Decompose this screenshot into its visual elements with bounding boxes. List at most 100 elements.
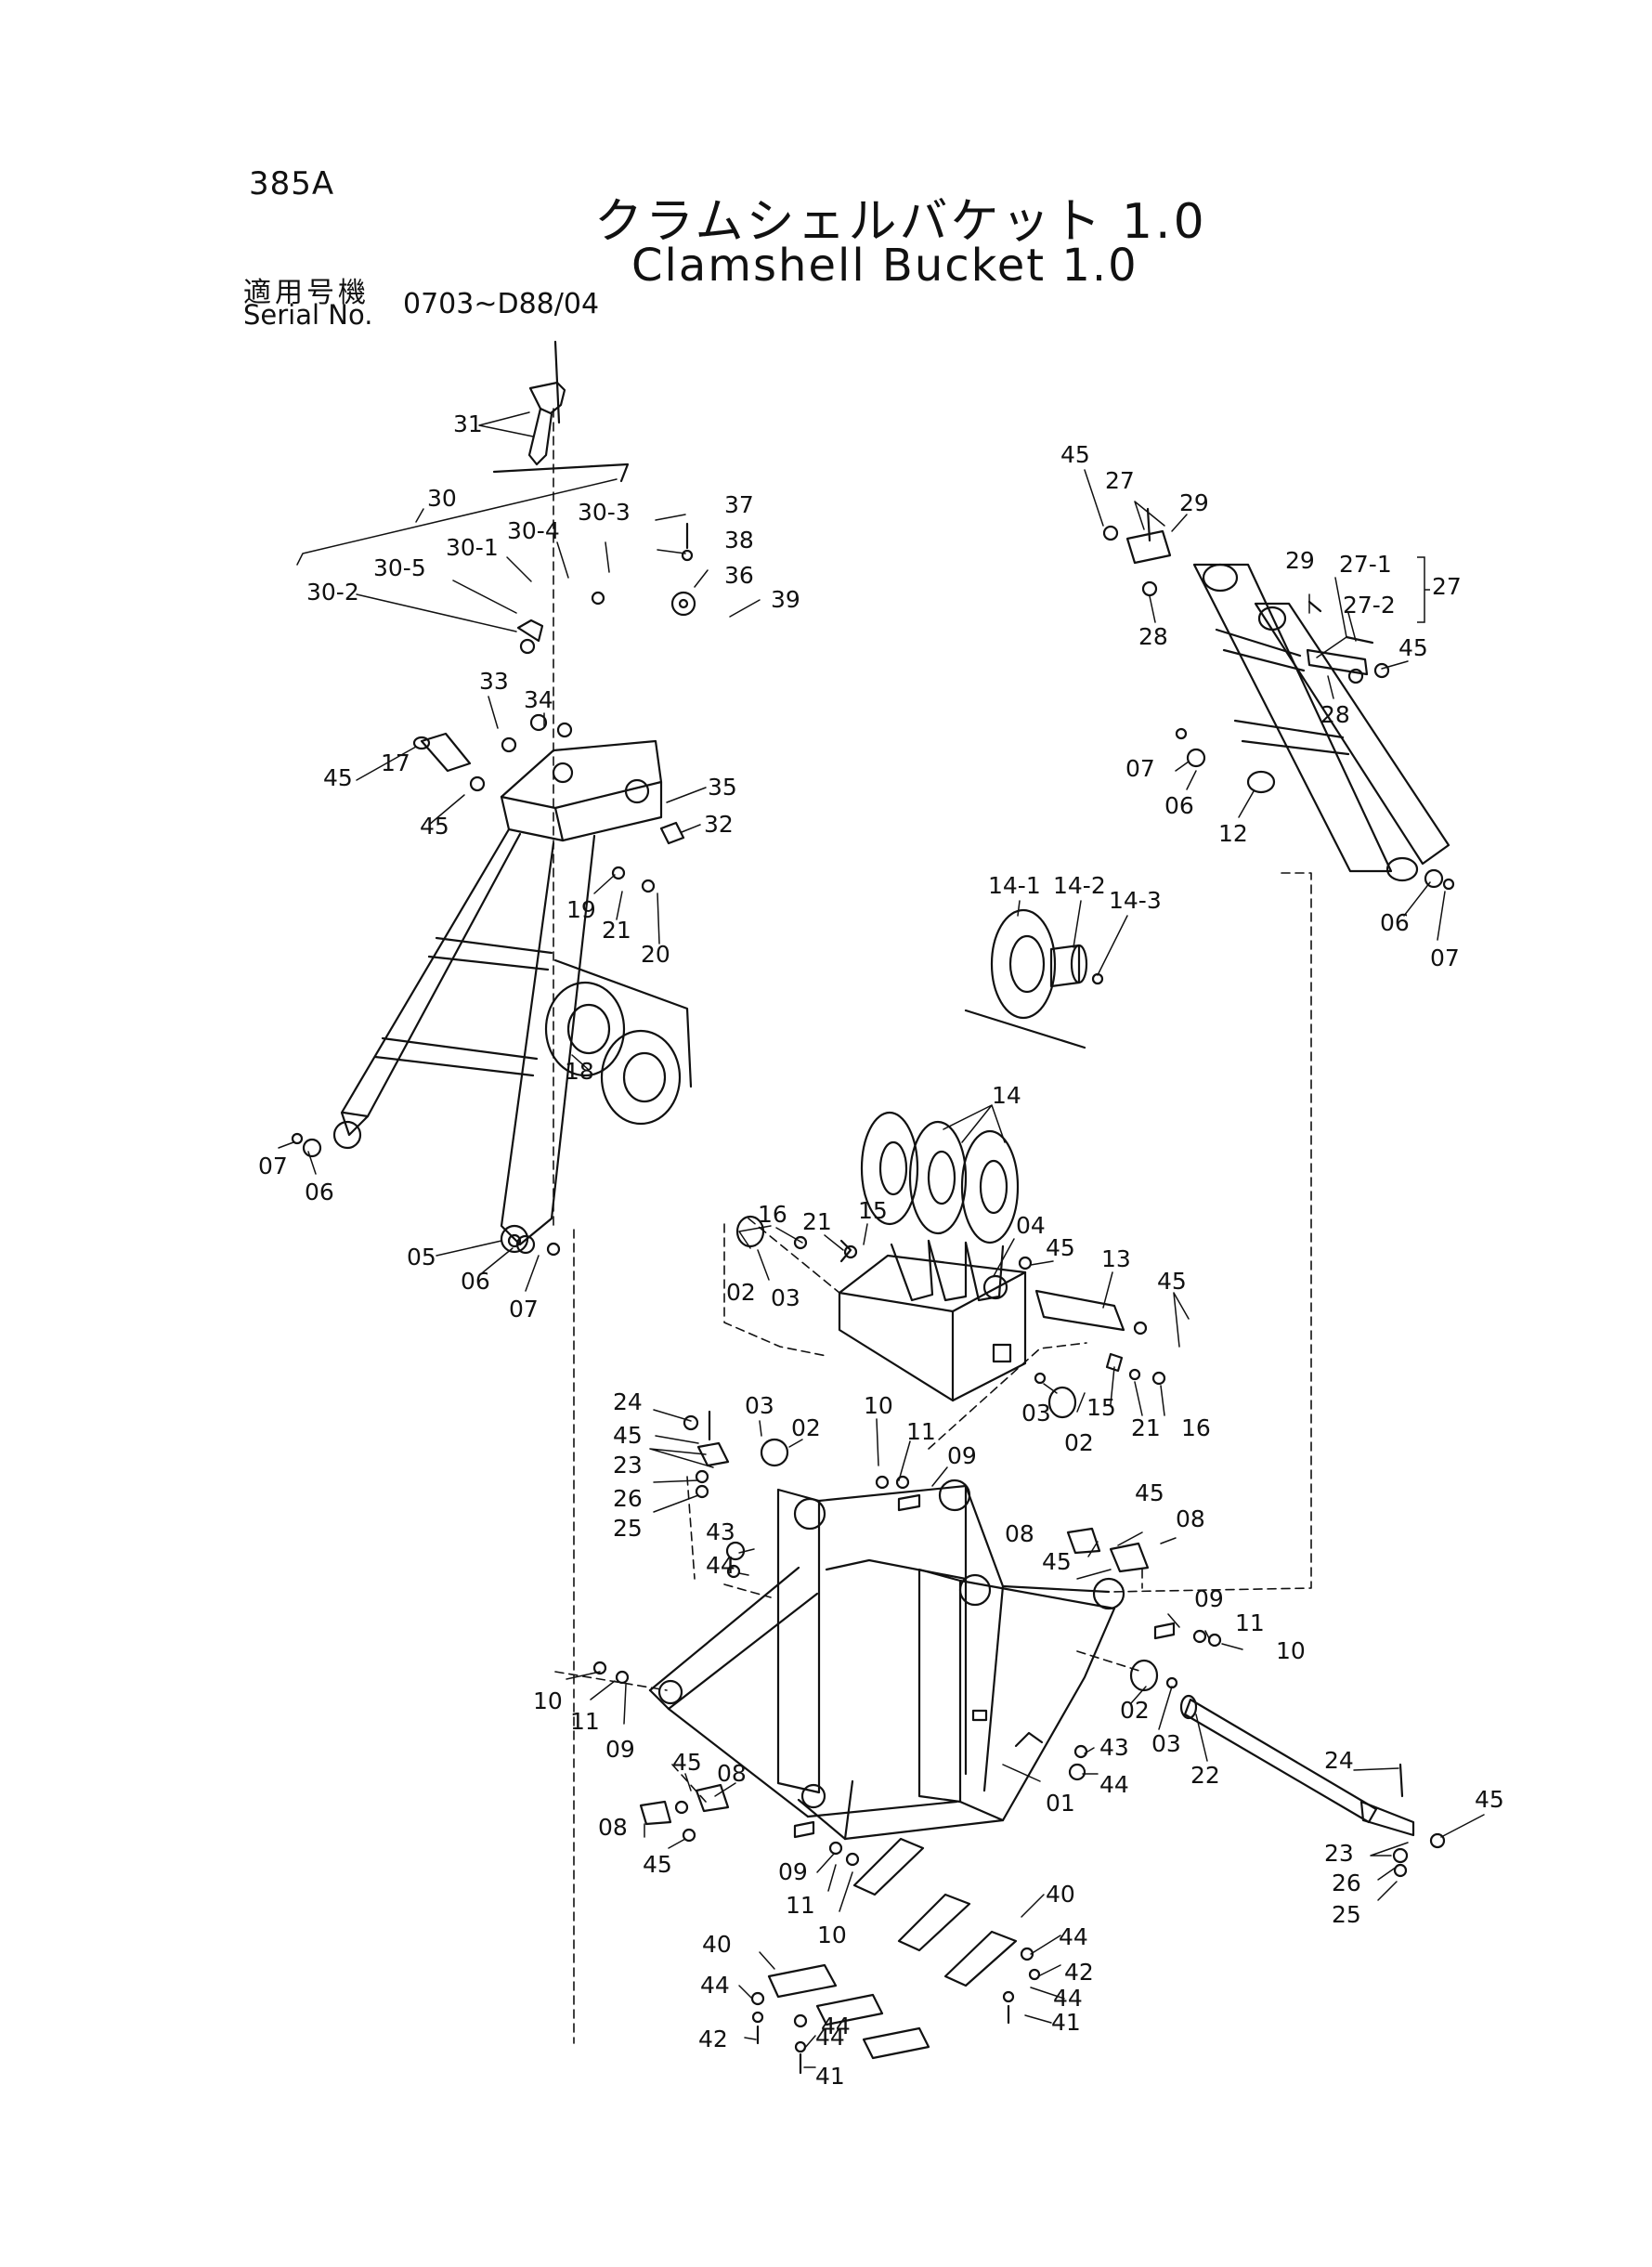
callout-43-a: 43 [706, 1518, 735, 1545]
callout-25-b: 25 [1332, 1901, 1361, 1928]
callout-42-a: 42 [698, 2026, 728, 2052]
callout-40-a: 40 [702, 1931, 732, 1958]
bucket-teeth [750, 1837, 1041, 2075]
callout-37: 37 [724, 491, 754, 518]
callout-24-a: 24 [613, 1388, 643, 1415]
callout-45-h: 45 [1135, 1479, 1164, 1506]
assembly-guide-lines [553, 408, 1312, 2044]
callout-11-b: 11 [1235, 1609, 1265, 1636]
callout-11-c: 11 [570, 1708, 600, 1735]
callout-14-1: 14-1 [988, 872, 1041, 899]
callout-10-d: 10 [817, 1922, 847, 1948]
callout-09-d: 09 [778, 1858, 808, 1885]
callout-41-b: 41 [1051, 2009, 1081, 2036]
callout-16-b: 16 [1181, 1414, 1211, 1441]
callout-45-e: 45 [1046, 1234, 1075, 1261]
callout-02-d: 02 [1120, 1697, 1150, 1724]
left-arm-assembly [291, 340, 696, 1257]
callout-labels: 31 30 30-3 30-4 30-1 30-5 30-2 37 38 36 … [258, 410, 1504, 2090]
callout-45-b: 45 [420, 813, 449, 840]
callout-02-b: 02 [791, 1414, 821, 1441]
callout-09-c: 09 [605, 1736, 635, 1763]
callout-06-d: 06 [1380, 909, 1410, 936]
title-japanese: クラムシェルバケット 1.0 [594, 194, 1207, 250]
callout-45-c: 45 [1060, 441, 1090, 468]
callout-45-f: 45 [1157, 1268, 1187, 1295]
callout-45-l: 45 [1475, 1786, 1504, 1813]
callout-08-a: 08 [1176, 1505, 1205, 1532]
serial-label-japanese: 適用号機 [243, 277, 370, 309]
callout-10-b: 10 [1276, 1637, 1306, 1664]
callout-44-f: 44 [1053, 1985, 1083, 2012]
callout-45-j: 45 [672, 1749, 702, 1776]
callout-44-b: 44 [1099, 1771, 1129, 1798]
callout-08-d: 08 [598, 1814, 628, 1841]
callout-16-a: 16 [758, 1201, 787, 1228]
callout-44-d: 44 [815, 2024, 845, 2051]
callout-30: 30 [427, 485, 457, 512]
callout-11-a: 11 [906, 1418, 936, 1445]
callout-45-g: 45 [613, 1422, 643, 1449]
callout-27-b: 27 [1432, 573, 1462, 600]
group-bracket-27 [1417, 556, 1430, 623]
callout-27-a: 27 [1105, 467, 1135, 494]
callout-24-b: 24 [1324, 1747, 1354, 1774]
callout-40-b: 40 [1046, 1881, 1075, 1908]
callout-30-4: 30-4 [507, 517, 560, 544]
callout-41-a: 41 [815, 2063, 845, 2090]
callout-27-1: 27-1 [1339, 551, 1392, 578]
callout-08-b: 08 [1005, 1520, 1034, 1547]
callout-09-b: 09 [1194, 1585, 1224, 1612]
callout-07-a: 07 [258, 1153, 288, 1179]
callout-10-a: 10 [864, 1392, 893, 1419]
callout-29-a: 29 [1179, 489, 1209, 516]
callout-01: 01 [1046, 1790, 1075, 1817]
callout-20: 20 [641, 941, 670, 968]
callout-06-c: 06 [1164, 792, 1194, 819]
callout-03-b: 03 [745, 1392, 774, 1419]
callout-45-k: 45 [643, 1851, 672, 1878]
callout-11-d: 11 [786, 1892, 815, 1919]
callout-06-a: 06 [305, 1179, 334, 1205]
main-bucket [592, 1438, 1222, 1867]
leader-lines [278, 411, 1485, 2068]
callout-27-2: 27-2 [1343, 592, 1396, 619]
callout-15-a: 15 [858, 1197, 888, 1224]
callout-28-b: 28 [1320, 701, 1350, 728]
page-code: 385A [249, 165, 335, 202]
callout-03-c: 03 [1021, 1400, 1051, 1427]
callout-44-a: 44 [706, 1552, 735, 1579]
callout-22: 22 [1190, 1762, 1220, 1789]
callout-08-c: 08 [717, 1760, 747, 1787]
callout-14: 14 [992, 1082, 1021, 1109]
callout-23-a: 23 [613, 1452, 643, 1479]
callout-12: 12 [1218, 820, 1248, 847]
callout-03-d: 03 [1151, 1730, 1181, 1757]
serial-label-english: Serial No. [243, 299, 373, 331]
callout-15-b: 15 [1086, 1394, 1116, 1421]
callout-14-2: 14-2 [1053, 872, 1106, 899]
callout-30-3: 30-3 [578, 499, 631, 526]
callout-14-3: 14-3 [1109, 887, 1162, 914]
callout-44-e: 44 [1059, 1923, 1088, 1950]
callout-02-a: 02 [726, 1279, 756, 1306]
callout-18: 18 [565, 1058, 594, 1085]
callout-43-b: 43 [1099, 1734, 1129, 1761]
callout-25-a: 25 [613, 1515, 643, 1542]
callout-32: 32 [704, 811, 734, 838]
upper-bucket-block [735, 1215, 1166, 1419]
callout-35: 35 [708, 774, 737, 801]
callout-06-b: 06 [461, 1268, 490, 1295]
callout-07-b: 07 [509, 1296, 539, 1322]
callout-36: 36 [724, 562, 754, 589]
callout-26-a: 26 [613, 1485, 643, 1512]
callout-30-2: 30-2 [306, 579, 359, 606]
callout-30-5: 30-5 [373, 554, 426, 581]
callout-30-1: 30-1 [446, 534, 499, 561]
callout-29-b: 29 [1285, 547, 1315, 574]
callout-38: 38 [724, 527, 754, 554]
callout-02-c: 02 [1064, 1429, 1094, 1456]
callout-31: 31 [453, 410, 483, 437]
callout-05: 05 [407, 1244, 436, 1270]
